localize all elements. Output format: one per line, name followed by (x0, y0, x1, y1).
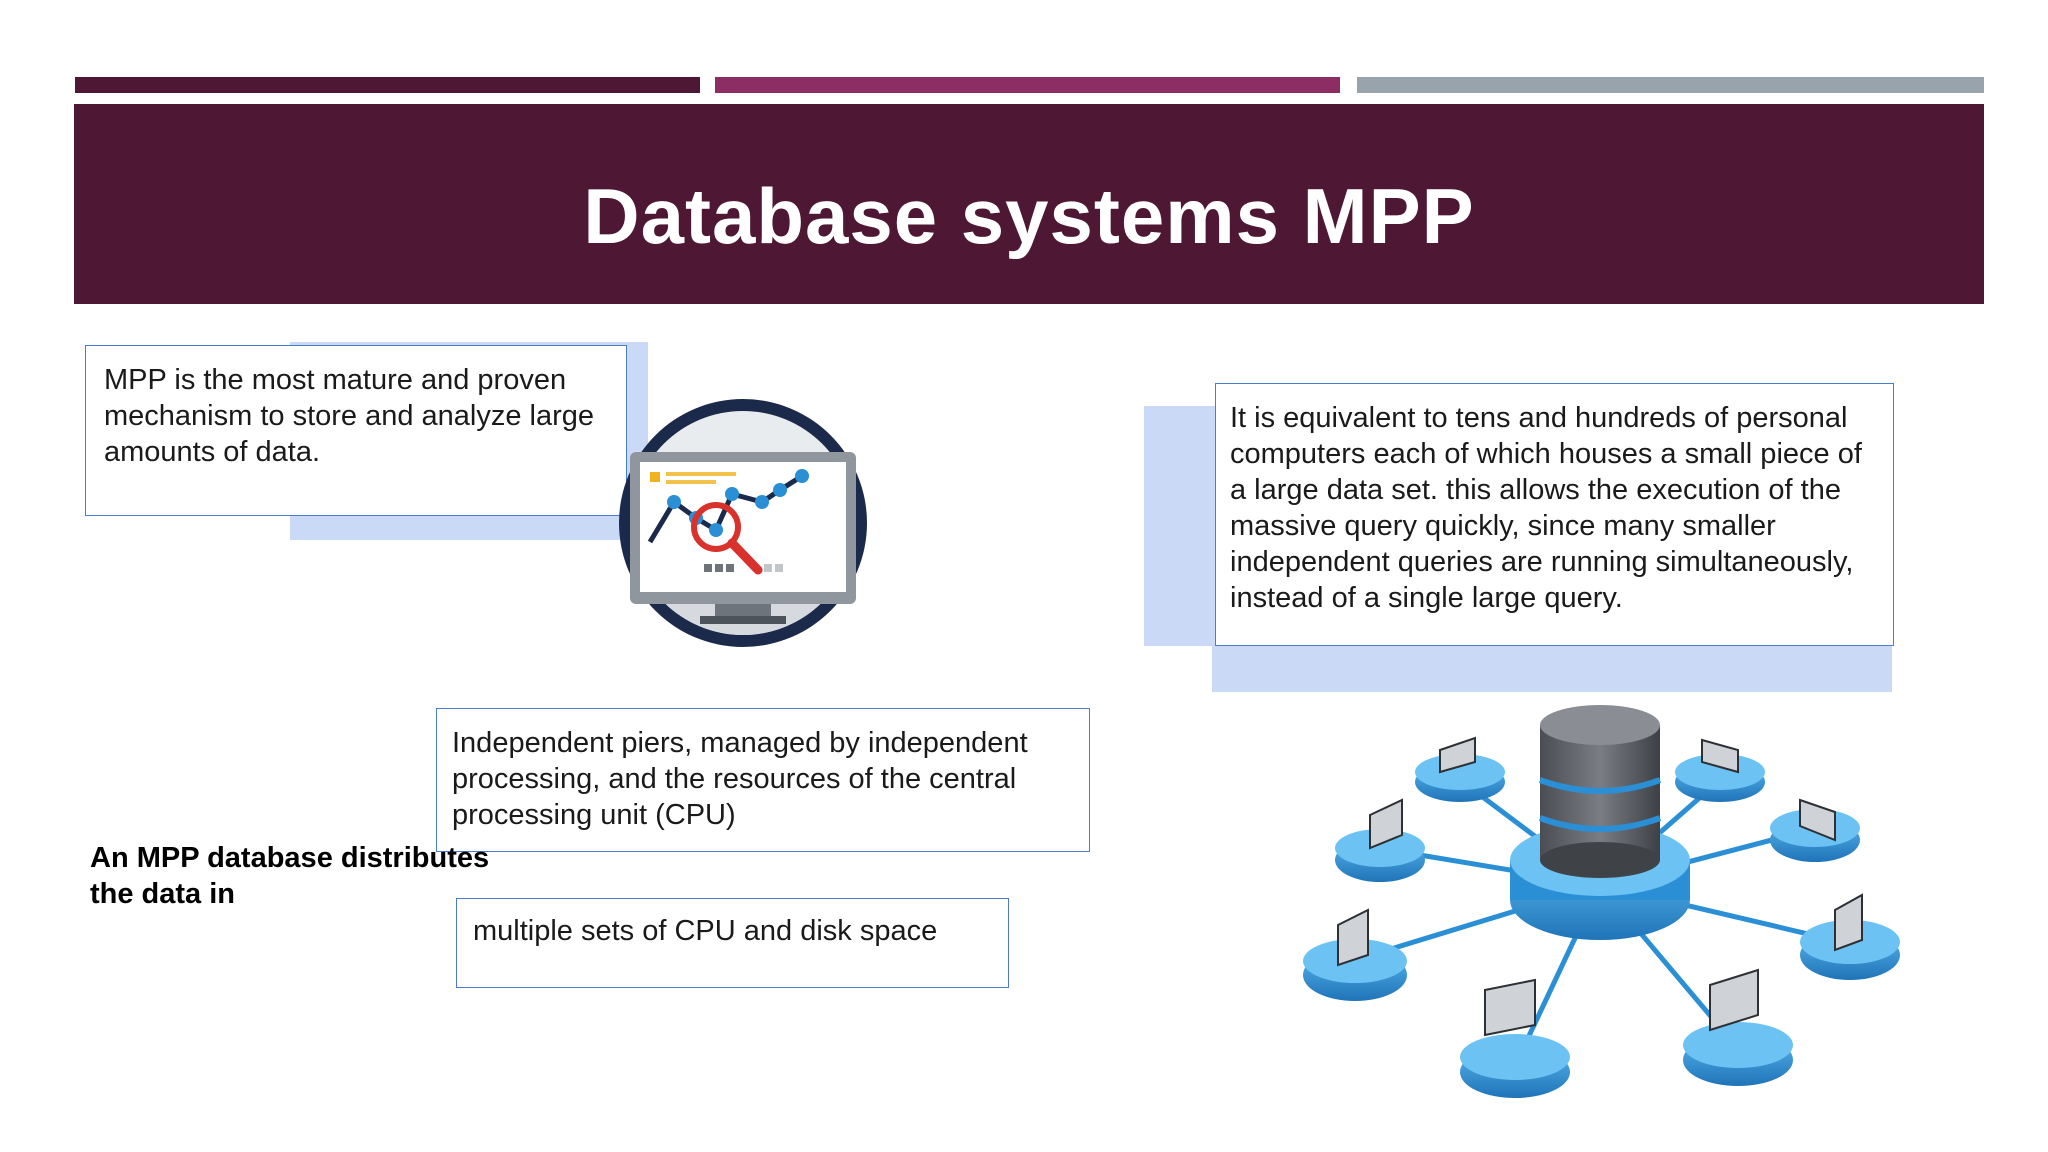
database-network-icon (1290, 700, 1910, 1120)
slide-title: Database systems MPP (583, 171, 1475, 260)
text-box-independent-piers: Independent piers, managed by independen… (436, 708, 1090, 852)
text-independent-piers: Independent piers, managed by independen… (452, 727, 1028, 831)
analytics-monitor-icon (612, 392, 874, 654)
text-multiple-sets: multiple sets of CPU and disk space (473, 915, 938, 947)
text-box-equivalent: It is equivalent to tens and hundreds of… (1215, 383, 1894, 646)
title-banner: Database systems MPP (74, 104, 1984, 304)
text-box-mpp-mature: MPP is the most mature and proven mechan… (85, 345, 627, 516)
decor-bar-2 (715, 77, 1340, 93)
bold-label-distributes: An MPP database distributes the data in (90, 840, 530, 912)
text-equivalent: It is equivalent to tens and hundreds of… (1230, 402, 1862, 614)
box-shadow-equivalent-left (1144, 406, 1216, 646)
box-shadow-equivalent-bottom (1212, 640, 1892, 692)
decor-bar-1 (75, 77, 700, 93)
decor-bar-3 (1357, 77, 1984, 93)
text-mpp-mature: MPP is the most mature and proven mechan… (104, 364, 595, 468)
text-box-multiple-sets: multiple sets of CPU and disk space (456, 898, 1009, 988)
bold-label-text: An MPP database distributes the data in (90, 842, 490, 910)
